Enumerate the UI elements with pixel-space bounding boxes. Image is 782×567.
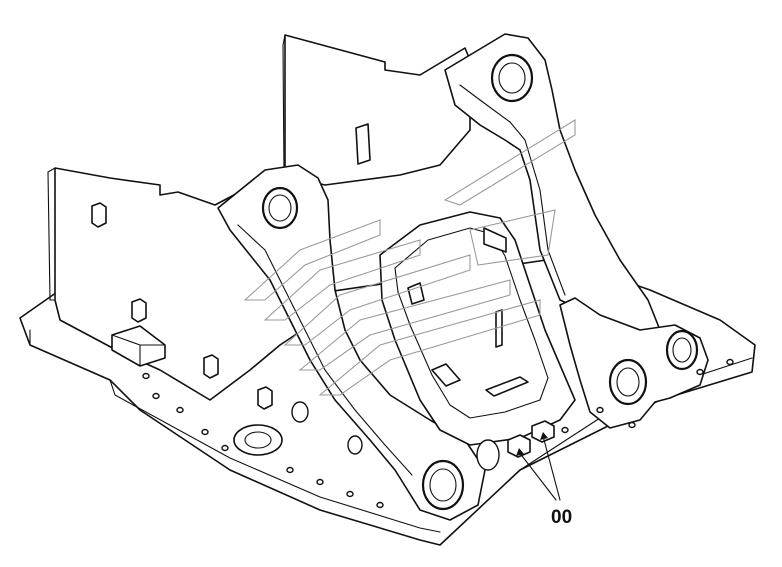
- upper-right-lug: [444, 33, 661, 346]
- callout-label: 00: [551, 507, 572, 528]
- leader-arrow: [516, 432, 548, 456]
- right-lug-bore: [608, 358, 648, 406]
- center-window-frame: [379, 211, 576, 446]
- bracket-clips: [91, 123, 529, 410]
- left-lug-bore: [261, 186, 299, 230]
- left-wall-top-edge: [47, 167, 56, 301]
- upper-lug-inner: [459, 84, 566, 296]
- side-hole: [347, 435, 363, 455]
- front-lug-bore: [421, 459, 465, 511]
- part-00-pad-left: [507, 434, 531, 458]
- left-lug-inner: [237, 224, 413, 476]
- side-hole: [291, 401, 309, 423]
- watermark-logo: [243, 119, 576, 396]
- flange-cover: [233, 424, 283, 456]
- center-window-opening: [394, 227, 549, 419]
- rear-wall-side: [282, 34, 386, 176]
- right-lug-bore-2: [665, 329, 699, 371]
- front-lug-bore-2: [476, 439, 500, 471]
- upper-lug-bore: [490, 53, 534, 103]
- callout-leader: [518, 435, 561, 501]
- rear-wall: [284, 34, 471, 186]
- part-00-pad-right: [531, 420, 555, 443]
- mounting-block: [111, 325, 166, 367]
- plate-hole-row: [142, 358, 734, 509]
